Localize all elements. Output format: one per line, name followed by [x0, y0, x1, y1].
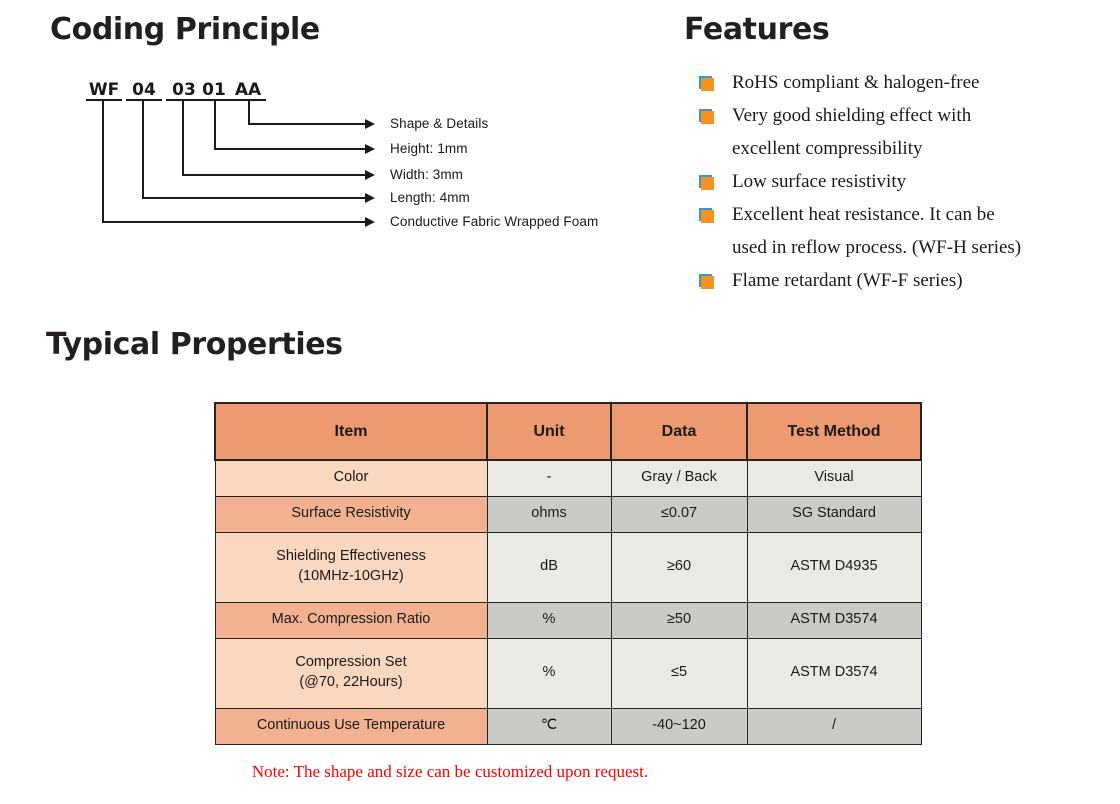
- arrow-icon-material: [365, 217, 375, 227]
- orange-square-bullet-icon: [699, 274, 714, 289]
- orange-square-bullet-icon: [699, 208, 714, 223]
- arrow-icon-shape: [365, 119, 375, 129]
- leader-line-horizontal-material: [102, 221, 365, 223]
- table-cell-method: /: [746, 707, 922, 745]
- leader-label-material: Conductive Fabric Wrapped Foam: [390, 214, 599, 229]
- feature-text: RoHS compliant & halogen-free: [732, 72, 980, 93]
- code-segment-01: 01: [202, 80, 226, 100]
- table-cell-method: ASTM D3574: [746, 637, 922, 709]
- code-underline-01: [200, 99, 232, 101]
- table-cell-data: -40~120: [610, 707, 748, 745]
- leader-label-length: Length: 4mm: [390, 190, 470, 205]
- table-row: Shielding Effectiveness (10MHz-10GHz)dB≥…: [214, 531, 922, 603]
- leader-line-vertical-length: [142, 99, 144, 198]
- feature-text: Low surface resistivity: [732, 171, 907, 192]
- leader-label-height: Height: 1mm: [390, 141, 468, 156]
- table-cell-item: Surface Resistivity: [214, 495, 488, 533]
- table-cell-unit: ℃: [486, 707, 612, 745]
- leader-line-horizontal-height: [214, 148, 365, 150]
- table-cell-method: SG Standard: [746, 495, 922, 533]
- feature-item: Flame retardant (WF-F series): [690, 264, 1110, 297]
- table-cell-method: ASTM D4935: [746, 531, 922, 603]
- table-cell-unit: -: [486, 459, 612, 497]
- code-underline-04: [126, 99, 162, 101]
- leader-line-vertical-material: [102, 99, 104, 222]
- orange-square-bullet-icon: [699, 76, 714, 91]
- table-cell-method: Visual: [746, 459, 922, 497]
- leader-line-horizontal-length: [142, 197, 365, 199]
- leader-line-vertical-width: [182, 99, 184, 175]
- table-cell-unit: ohms: [486, 495, 612, 533]
- page-title-typical-properties: Typical Properties: [46, 327, 343, 362]
- table-cell-unit: dB: [486, 531, 612, 603]
- orange-square-bullet-icon: [699, 175, 714, 190]
- arrow-icon-length: [365, 193, 375, 203]
- bullet-wrap: [690, 264, 732, 297]
- feature-item: Low surface resistivity: [690, 165, 1110, 198]
- table-cell-unit: %: [486, 637, 612, 709]
- typical-properties-table: Item Unit Data Test Method Color-Gray / …: [214, 402, 922, 745]
- bullet-wrap: [690, 165, 732, 198]
- table-header-data: Data: [610, 402, 748, 461]
- feature-item: Very good shielding effect with excellen…: [690, 99, 1110, 165]
- leader-line-vertical-height: [214, 99, 216, 149]
- table-header-unit: Unit: [486, 402, 612, 461]
- leader-line-horizontal-shape: [248, 123, 365, 125]
- code-underline-wf: [86, 99, 122, 101]
- table-cell-method: ASTM D3574: [746, 601, 922, 639]
- arrow-icon-width: [365, 170, 375, 180]
- table-cell-item: Color: [214, 459, 488, 497]
- table-cell-unit: %: [486, 601, 612, 639]
- feature-item: Excellent heat resistance. It can be use…: [690, 198, 1110, 264]
- table-header-item: Item: [214, 402, 488, 461]
- table-header-method: Test Method: [746, 402, 922, 461]
- table-cell-data: ≥50: [610, 601, 748, 639]
- leader-line-horizontal-width: [182, 174, 365, 176]
- table-row: Continuous Use Temperature℃-40~120/: [214, 707, 922, 745]
- feature-text: Excellent heat resistance. It can be use…: [732, 204, 1022, 258]
- table-cell-data: Gray / Back: [610, 459, 748, 497]
- feature-text: Flame retardant (WF-F series): [732, 270, 963, 291]
- table-cell-data: ≥60: [610, 531, 748, 603]
- features-list: RoHS compliant & halogen-free Very good …: [690, 66, 1110, 297]
- feature-item: RoHS compliant & halogen-free: [690, 66, 1110, 99]
- bullet-wrap: [690, 99, 732, 132]
- table-cell-data: ≤0.07: [610, 495, 748, 533]
- table-cell-data: ≤5: [610, 637, 748, 709]
- table-cell-item: Max. Compression Ratio: [214, 601, 488, 639]
- page-title-features: Features: [684, 12, 830, 47]
- bullet-wrap: [690, 198, 732, 231]
- code-segment-aa: AA: [234, 80, 262, 100]
- leader-line-vertical-shape: [248, 99, 250, 124]
- table-header-row: Item Unit Data Test Method: [214, 402, 922, 461]
- table-cell-item: Compression Set (@70, 22Hours): [214, 637, 488, 709]
- table-cell-item: Continuous Use Temperature: [214, 707, 488, 745]
- table-cell-item: Shielding Effectiveness (10MHz-10GHz): [214, 531, 488, 603]
- page-title-coding-principle: Coding Principle: [50, 12, 320, 47]
- feature-text: Very good shielding effect with excellen…: [732, 105, 972, 159]
- note-text: Note: The shape and size can be customiz…: [251, 762, 649, 781]
- orange-square-bullet-icon: [699, 109, 714, 124]
- code-underline-03: [166, 99, 202, 101]
- leader-label-width: Width: 3mm: [390, 167, 464, 182]
- code-segment-04: 04: [132, 80, 156, 100]
- coding-principle-diagram: WF 04 03 01 AA Shape & Details Height: 1…: [0, 0, 670, 250]
- arrow-icon-height: [365, 144, 375, 154]
- bullet-wrap: [690, 66, 732, 99]
- leader-label-shape: Shape & Details: [390, 116, 489, 131]
- code-segment-03: 03: [172, 80, 196, 100]
- code-segment-wf: WF: [88, 80, 120, 100]
